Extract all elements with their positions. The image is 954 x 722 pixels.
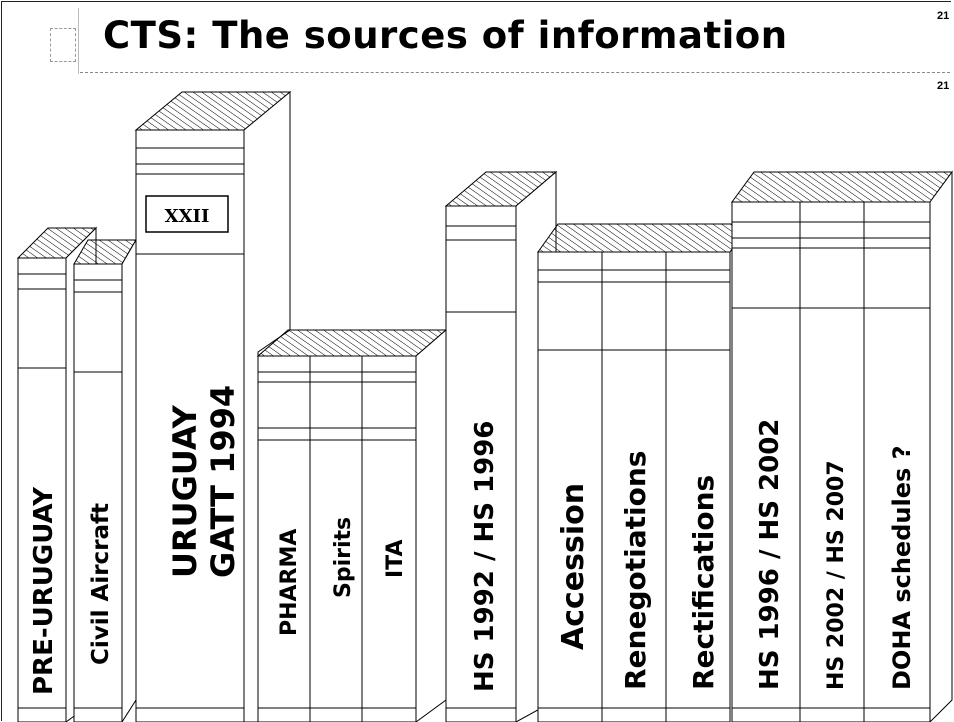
book-label-hs2002: HS 2002 / HS 2007: [824, 460, 849, 690]
book-label-hs1992: HS 1992 / HS 1996: [470, 421, 500, 692]
book-label-renegotiations: Renegotiations: [619, 451, 652, 690]
book-label-civil-aircraft: Civil Aircraft: [88, 503, 114, 665]
book-civil-aircraft: Civil Aircraft: [73, 238, 137, 722]
book-label-accession: Accession: [556, 483, 591, 650]
book-label-pre-uruguay: PRE-URUGUAY: [29, 486, 59, 695]
header-divider: [80, 72, 950, 73]
book-label-doha: DOHA schedules ?: [888, 445, 916, 690]
slide-title: CTS: The sources of information: [103, 14, 788, 57]
book-label-hs1996: HS 1996 / HS 2002: [755, 419, 785, 690]
book-label-ita: ITA: [383, 539, 408, 578]
logo-area: [8, 8, 79, 74]
page-number-second: 21: [937, 80, 950, 92]
article-badge: XXII: [165, 206, 210, 227]
logo-placeholder: [50, 28, 76, 62]
book-label-uruguay: URUGUAY: [166, 404, 204, 578]
book-group-plurilateral: PHARMA Spirits ITA: [256, 328, 448, 722]
book-label-spirits: Spirits: [331, 517, 356, 598]
book-group-modifications: Accession Renegotiations Rectifications: [537, 223, 751, 722]
book-group-recent: HS 1996 / HS 2002 HS 2002 / HS 2007 DOHA…: [731, 170, 953, 722]
book-label-gatt-1994: GATT 1994: [204, 385, 242, 578]
book-uruguay-gatt-1994: XXII URUGUAY GATT 1994: [134, 90, 292, 722]
page-number-top: 21: [937, 10, 950, 22]
book-label-rectifications: Rectifications: [687, 475, 720, 690]
book-label-pharma: PHARMA: [277, 529, 302, 636]
article-badge-box: [145, 195, 229, 233]
